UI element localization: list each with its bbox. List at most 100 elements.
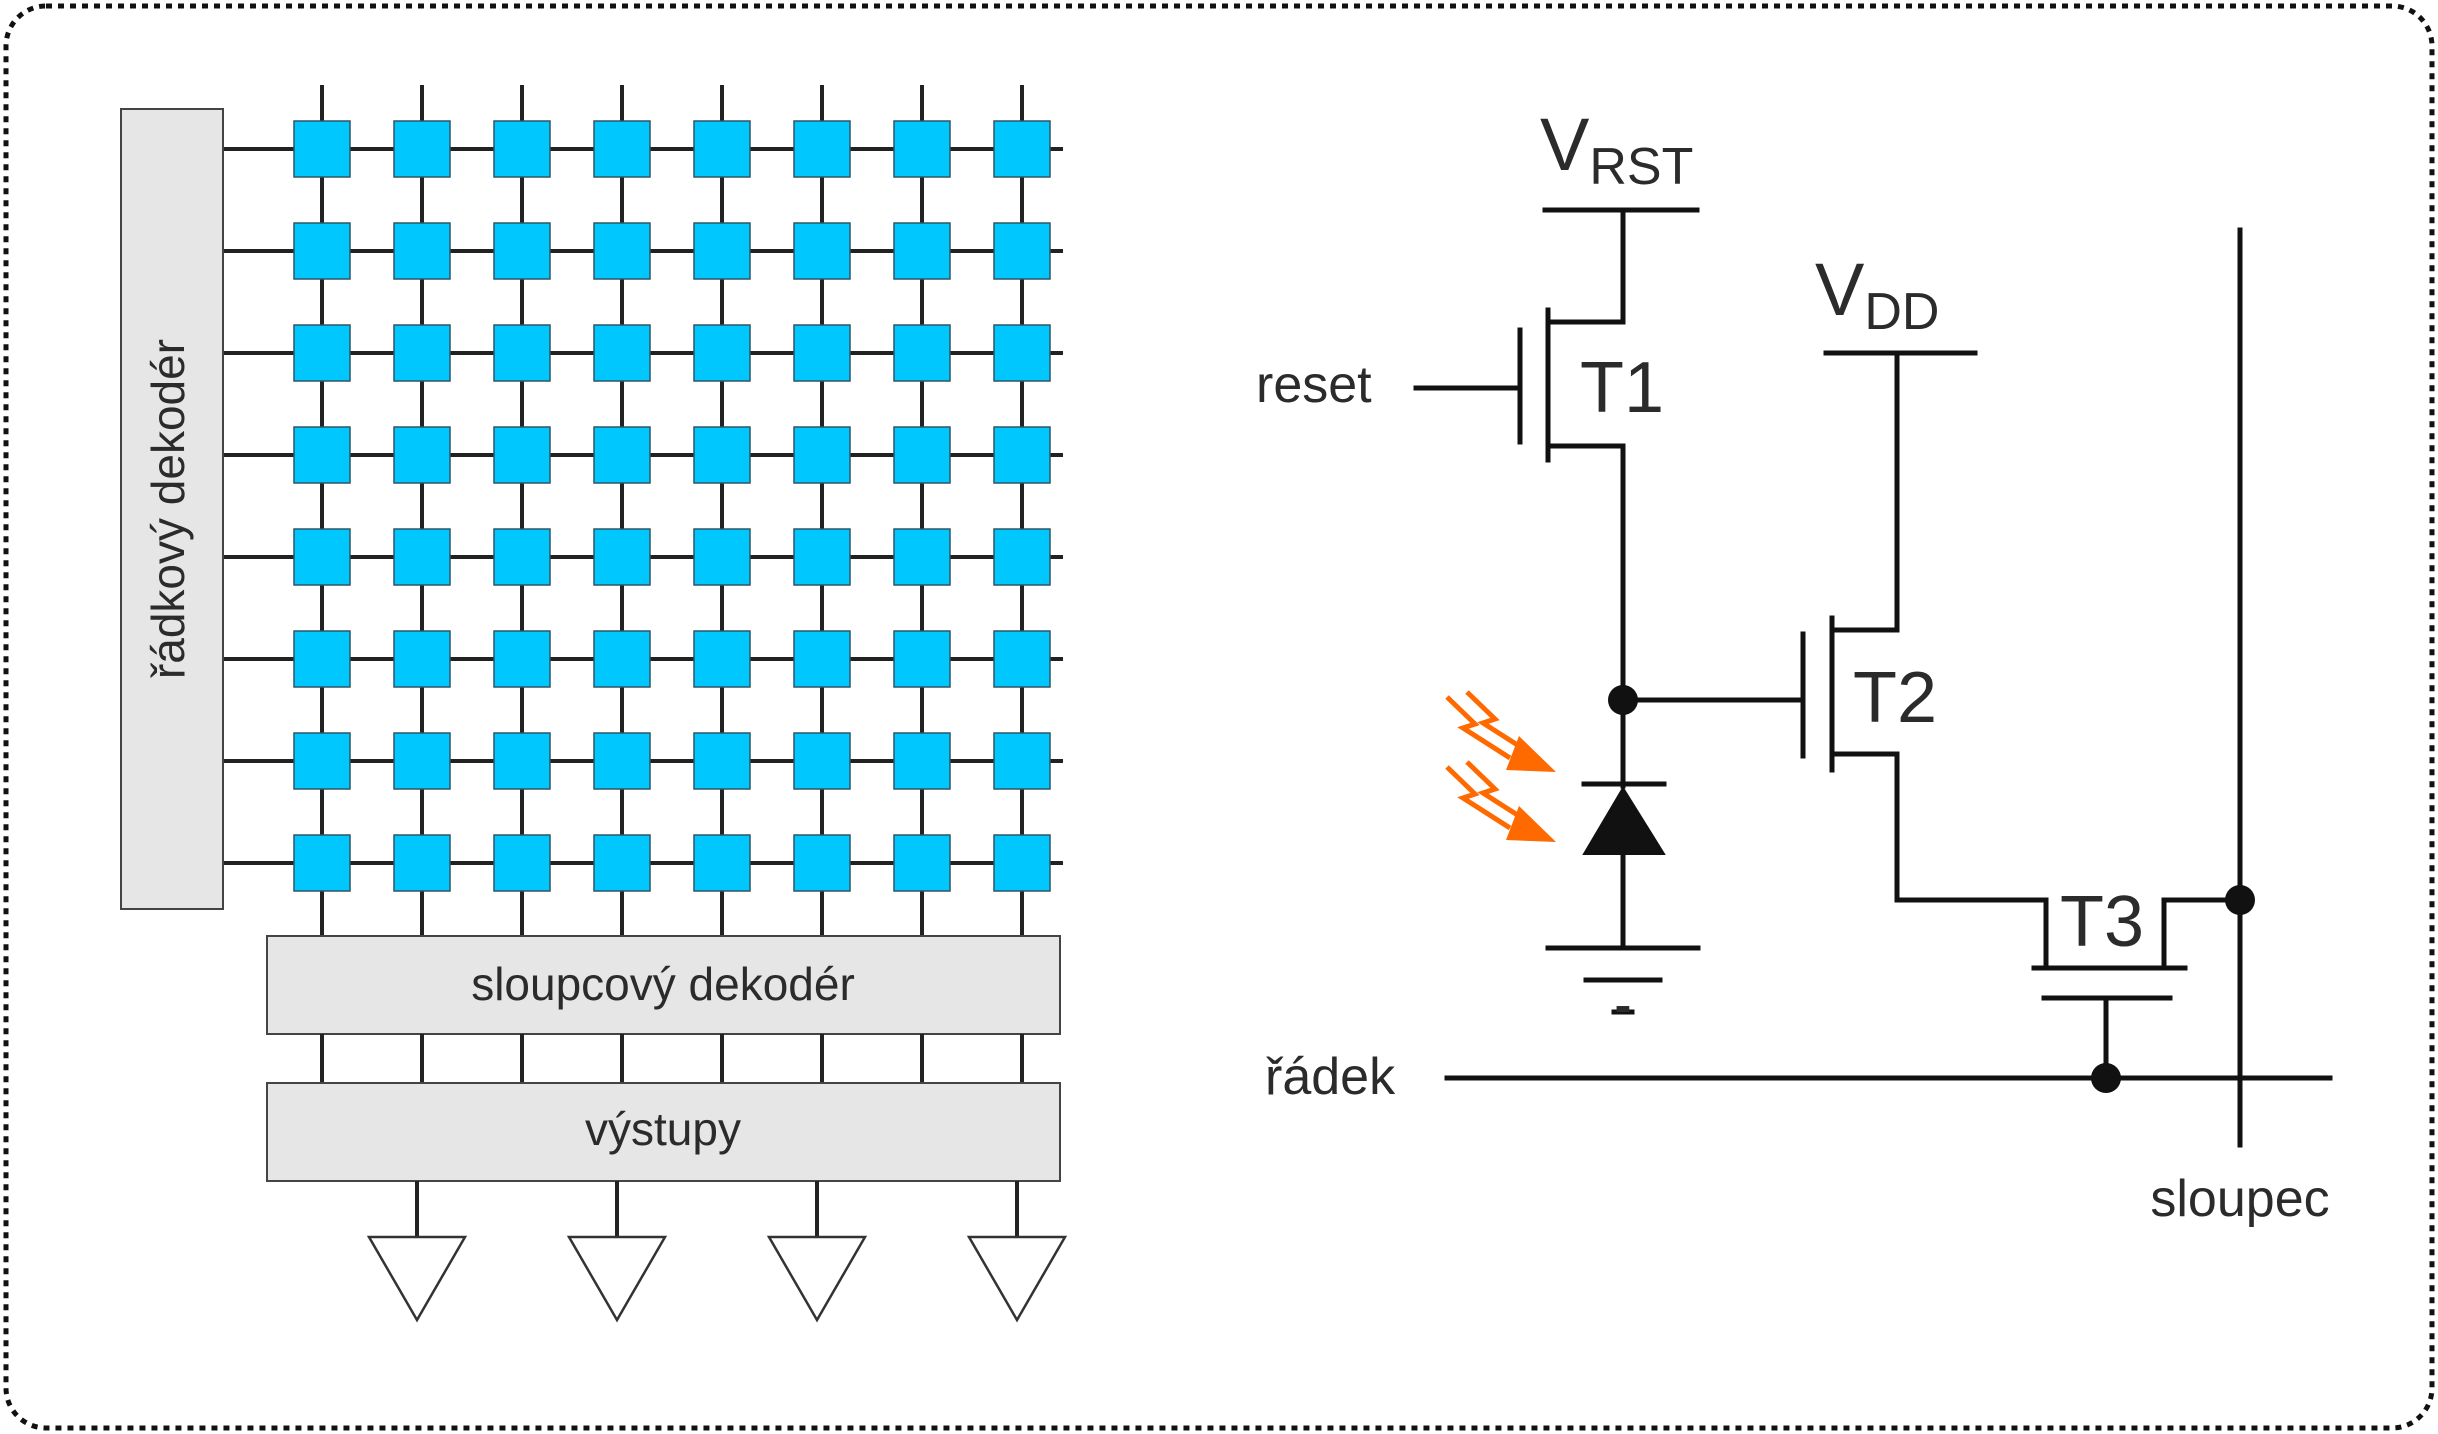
pixel-cell (493, 426, 551, 484)
pixel-cell (993, 426, 1051, 484)
pixel-cell (693, 834, 751, 892)
pixel-cell (293, 630, 351, 688)
vrst-label: VRST (1540, 103, 1693, 196)
pixel-cell (693, 324, 751, 382)
output-buffer-triangle (366, 1235, 468, 1323)
pixel-cell (993, 732, 1051, 790)
pixel-cell (893, 120, 951, 178)
pixel-cell (393, 426, 451, 484)
pixel-cell (893, 630, 951, 688)
pixel-cell (293, 834, 351, 892)
pixel-cell (293, 426, 351, 484)
pixel-cell (293, 324, 351, 382)
pixel-cell (493, 528, 551, 586)
pixel-cell (893, 324, 951, 382)
pixel-cell (493, 630, 551, 688)
outer-frame (3, 3, 2435, 1431)
pixel-cell (793, 528, 851, 586)
pixel-cell (993, 528, 1051, 586)
pixel-cell (393, 222, 451, 280)
pixel-cell (793, 630, 851, 688)
pixel-cell (893, 834, 951, 892)
decoder-to-output-lines (320, 1034, 1024, 1083)
pixel-cell (793, 324, 851, 382)
t3-label: T3 (2060, 882, 2144, 962)
vdd-main: V (1815, 248, 1865, 331)
output-buffer-triangle (766, 1235, 868, 1323)
pixel-cell (993, 834, 1051, 892)
pixel-cell (693, 222, 751, 280)
pixel-cell (593, 630, 651, 688)
pixel-cell (893, 222, 951, 280)
pixel-cell (993, 630, 1051, 688)
pixel-array: řádkový dekodér sloupcový dekodér výstup… (120, 85, 1068, 1323)
pixel-cell (893, 732, 951, 790)
pixel-cell (993, 324, 1051, 382)
column-label: sloupec (2150, 1170, 2329, 1228)
column-decoder-box (266, 935, 1061, 1035)
pixel-cell (393, 630, 451, 688)
pixel-cell (593, 834, 651, 892)
pixel-cell (693, 120, 751, 178)
pixel-cell (993, 120, 1051, 178)
vrst-subscript: RST (1589, 138, 1693, 196)
pixel-cell (693, 732, 751, 790)
vdd-subscript: DD (1864, 283, 1939, 341)
pixel-cell (393, 324, 451, 382)
outputs-label: výstupy (585, 1103, 741, 1155)
ground-sign: - (1615, 977, 1632, 1033)
array-cells (293, 120, 1051, 892)
pixel-cell (593, 120, 651, 178)
pixel-cell (993, 222, 1051, 280)
sense-node-dot (1608, 685, 1638, 715)
light-arrow-1 (1445, 690, 1556, 772)
outputs-box (266, 1082, 1061, 1182)
pixel-cell (693, 630, 751, 688)
pixel-cell (693, 426, 751, 484)
pixel-cell (493, 834, 551, 892)
vrst-main: V (1540, 103, 1590, 186)
pixel-cell (793, 732, 851, 790)
row-decoder-label: řádkový dekodér (142, 339, 194, 679)
pixel-cell (793, 426, 851, 484)
pixel-cell (293, 732, 351, 790)
pixel-cell (293, 528, 351, 586)
pixel-cell (493, 120, 551, 178)
pixel-cell (793, 222, 851, 280)
pixel-cell (493, 324, 551, 382)
light-arrow-2 (1445, 760, 1556, 842)
t2-label: T2 (1853, 658, 1937, 738)
pixel-cell (793, 120, 851, 178)
pixel-cell (293, 222, 351, 280)
vdd-label: VDD (1815, 248, 1939, 341)
pixel-cell (793, 834, 851, 892)
pixel-cell (593, 324, 651, 382)
array-grid-lines (223, 85, 1063, 936)
pixel-cell (393, 120, 451, 178)
column-decoder-label: sloupcový dekodér (471, 958, 855, 1010)
t1-label: T1 (1580, 348, 1664, 428)
pixel-cell (393, 732, 451, 790)
pixel-cell (293, 120, 351, 178)
column-junction-dot (2225, 885, 2255, 915)
pixel-cell (893, 528, 951, 586)
output-buffers (366, 1181, 1068, 1323)
pixel-cell (693, 528, 751, 586)
pixel-cell (393, 528, 451, 586)
pixel-cell (593, 732, 651, 790)
output-buffer-triangle (566, 1235, 668, 1323)
row-label: řádek (1265, 1048, 1396, 1106)
pixel-cell (593, 426, 651, 484)
output-buffer-triangle (966, 1235, 1068, 1323)
reset-label: reset (1256, 356, 1372, 414)
pixel-circuit (1413, 207, 2333, 1148)
row-junction-dot (2091, 1063, 2121, 1093)
pixel-cell (493, 222, 551, 280)
pixel-cell (593, 528, 651, 586)
photodiode-symbol (1582, 786, 1666, 855)
pixel-cell (893, 426, 951, 484)
light-arrows (1445, 690, 1556, 842)
pixel-cell (593, 222, 651, 280)
pixel-cell (493, 732, 551, 790)
